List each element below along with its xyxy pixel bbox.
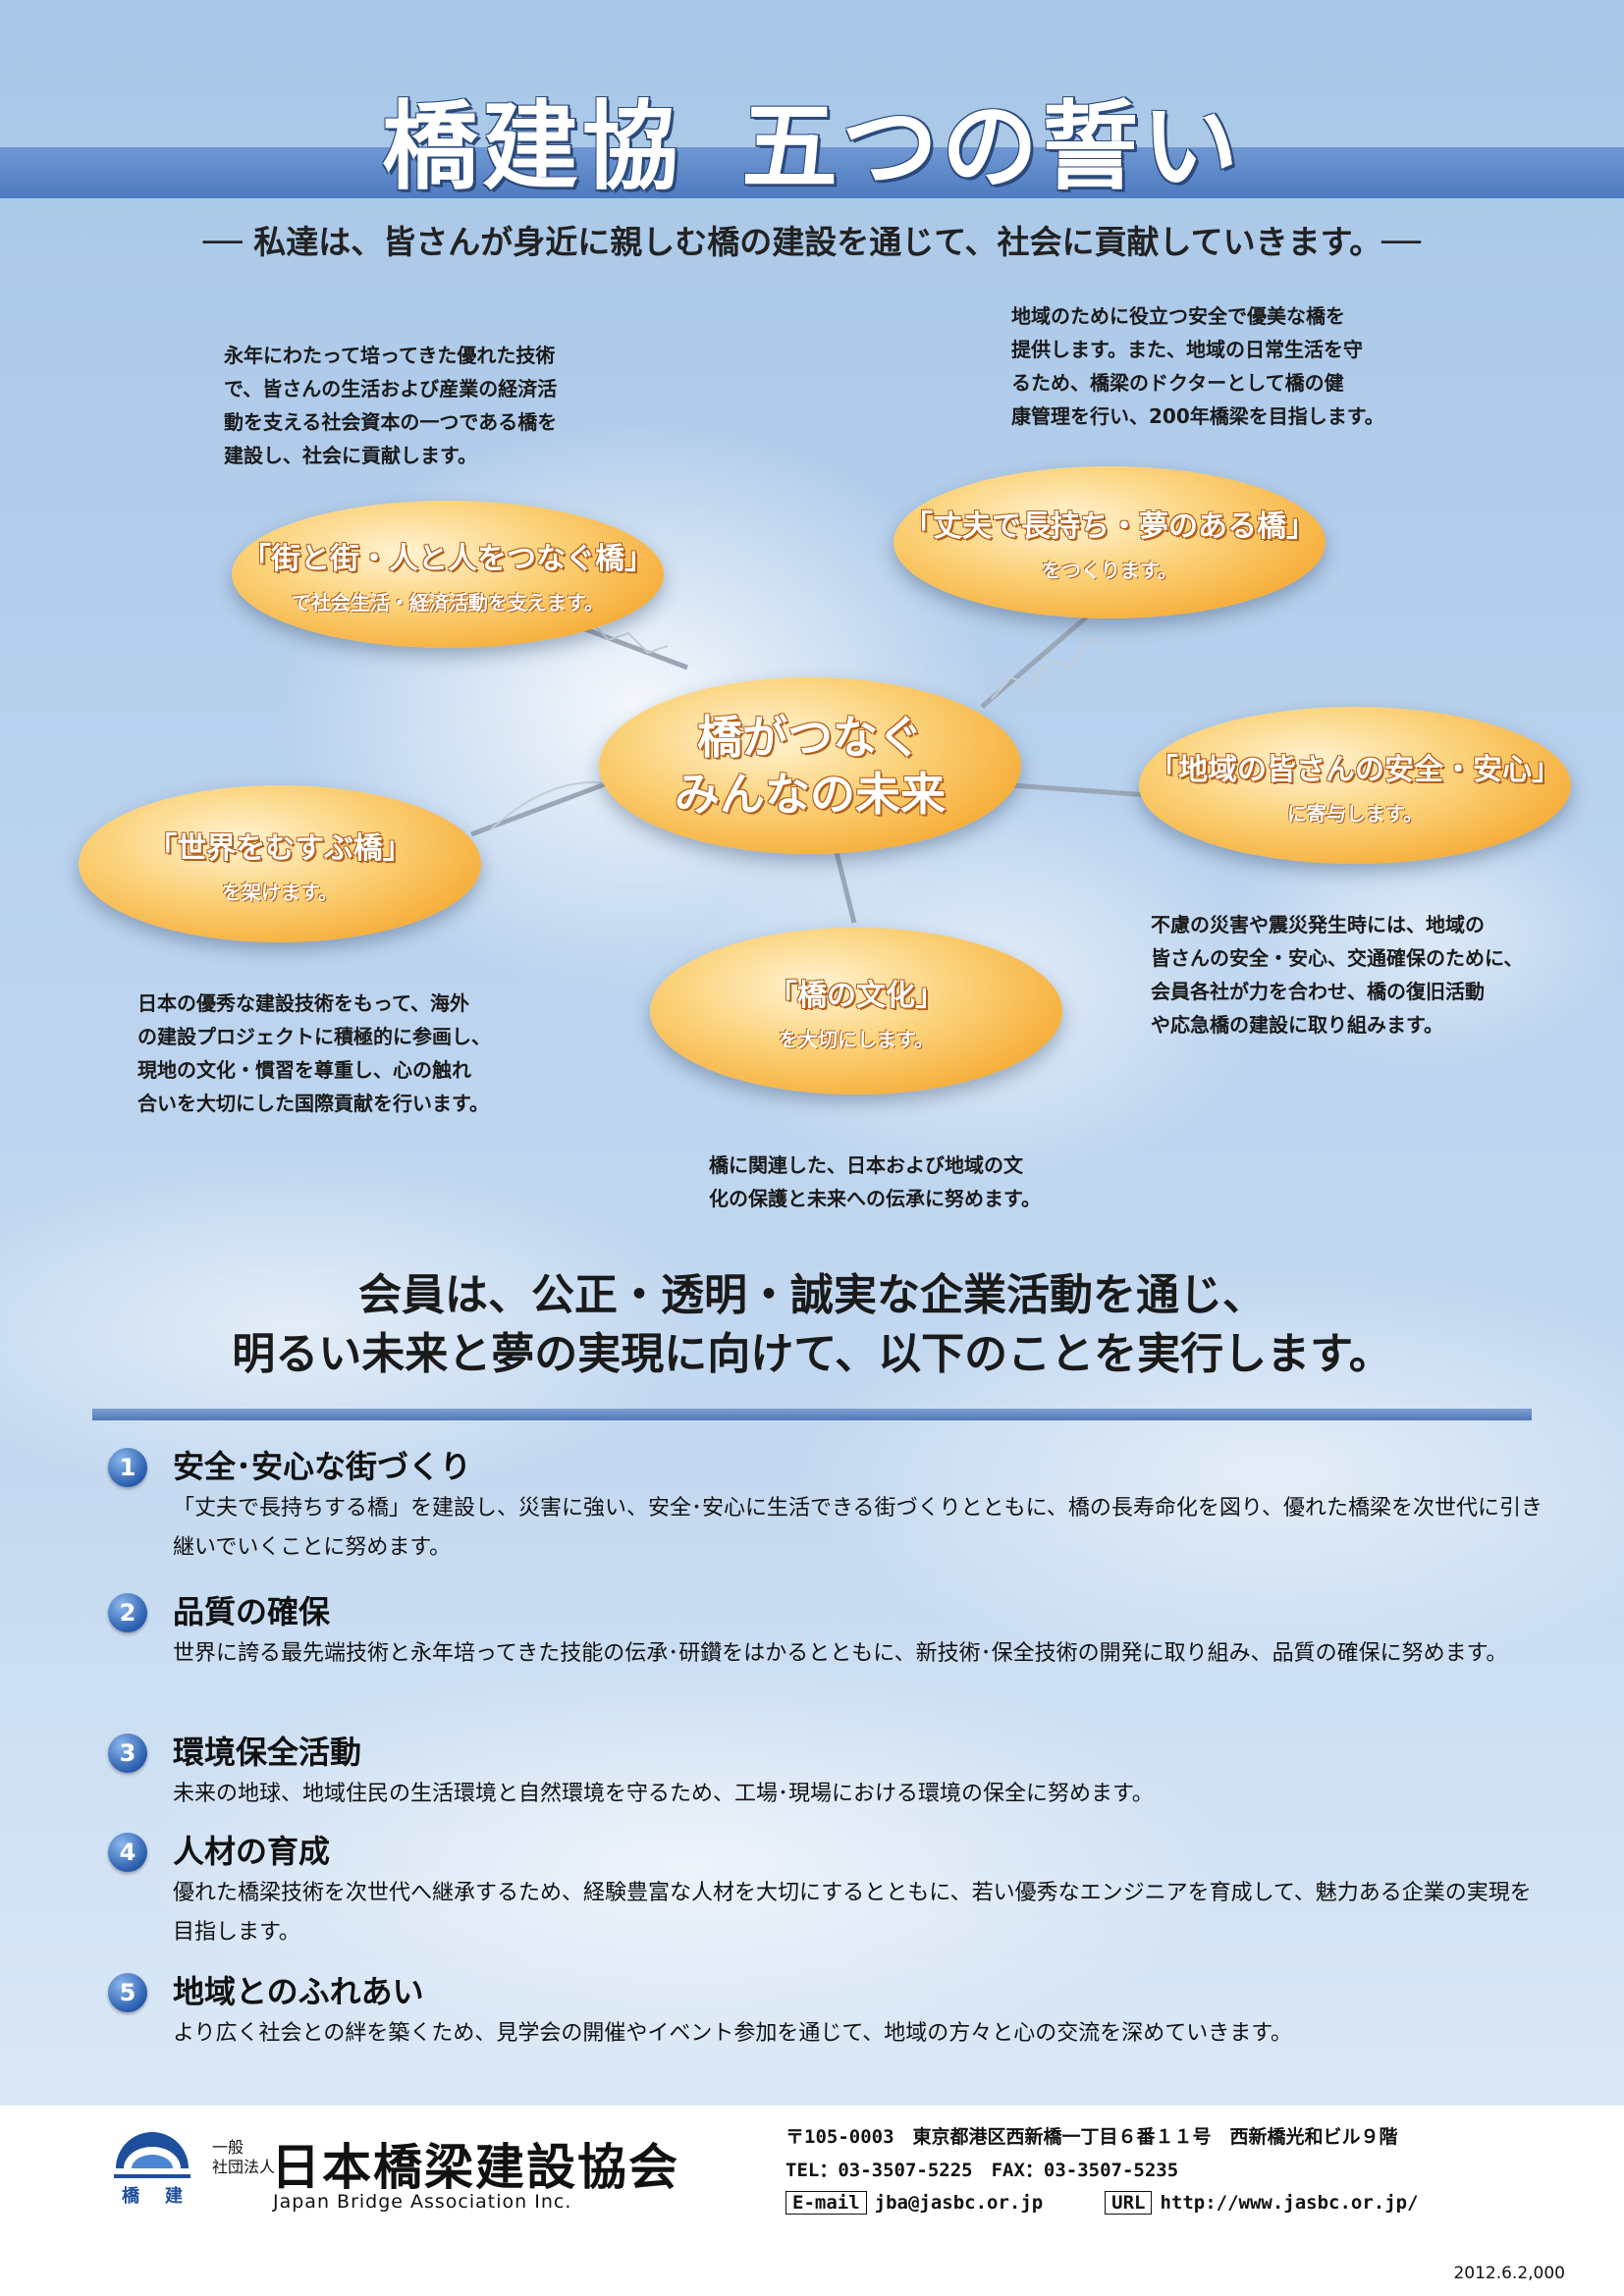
bubble-safety: 「地域の皆さんの安全・安心」 に寄与します。 [1139,707,1571,864]
title-band [0,147,1624,198]
pledge-heading-line2: 明るい未来と夢の実現に向けて、以下のことを実行します。 [232,1329,1392,1379]
center-line1: 橋がつなぐ [697,711,923,764]
bubble-connect-towns: 「街と街・人と人をつなぐ橋」 で社会生活・経済活動を支えます。 [232,501,664,648]
pledge-item-title: 環境保全活動 [173,1734,362,1771]
number-badge: 5 [108,1973,147,2012]
pledge-item-title: 安全･安心な街づくり [173,1448,472,1485]
note-bubble-4: 橋に関連した、日本および地域の文 化の保護と未来への伝承に努めます。 [709,1153,1041,1210]
bubble-title: 「橋の文化」 [768,978,945,1013]
email-label: E-mail [785,2191,867,2215]
pledge-item-body: 優れた橋梁技術を次世代へ継承するため、経験豊富な人材を大切にするとともに、若い優… [173,1881,1532,1945]
bubble-title: 「丈夫で長持ち・夢のある橋」 [903,509,1316,544]
org-name-en: Japan Bridge Association Inc. [273,2191,572,2213]
url-link[interactable]: http://www.jasbc.or.jp/ [1160,2192,1419,2214]
address: 〒105-0003 東京都港区西新橋一丁目６番１１号 西新橋光和ビル９階 [785,2126,1398,2148]
bubble-subtitle: に寄与します。 [1287,801,1423,826]
pledge-item-title: 地域とのふれあい [173,1973,424,2010]
number-badge: 4 [108,1833,147,1872]
center-bubble: 橋がつなぐ みんなの未来 [599,677,1021,854]
title-part1: 橋建協 [381,91,682,203]
truss-2 [991,636,1110,700]
pledge-item-body: 「丈夫で長持ちする橋」を建設し、災害に強い、安全･安心に生活できる街づくりととも… [173,1496,1543,1560]
bubble-subtitle: をつくります。 [1042,559,1177,582]
number-badge: 2 [108,1593,147,1632]
bubble-title: 「地域の皆さんの安全・安心」 [1149,752,1561,787]
bubble-title: 「街と街・人と人をつなぐ橋」 [242,541,654,576]
note-bubble-5: 日本の優秀な建設技術をもって、海外 の建設プロジェクトに積極的に参画し、 現地の… [137,991,491,1115]
contact-links: E-mail jba@jasbc.or.jp URL http://www.jasb… [785,2191,1419,2215]
pledge-item-1: 1 安全･安心な街づくり 「丈夫で長持ちする橋」を建設し、災害に強い、安全･安心… [108,1448,1543,1566]
bubble-bridge-culture: 「橋の文化」 を大切にします。 [650,928,1062,1095]
bridge-bottom [832,843,857,924]
bubble-subtitle: で社会生活・経済活動を支えます。 [292,590,604,614]
note-bubble-2: 地域のために役立つ安全で優美な橋を 提供します。また、地域の日常生活を守 るため… [1011,304,1384,428]
number-badge: 1 [108,1448,147,1487]
page-title: 橋建協五つの誓い [0,69,1624,208]
pledge-item-body: より広く社会との絆を築くため、見学会の開催やイベント参加を通じて、地域の方々と心… [173,2021,1293,2046]
pledge-item-title: 品質の確保 [173,1593,331,1630]
pledge-heading: 会員は、公正・透明・誠実な企業活動を通じ、 明るい未来と夢の実現に向けて、以下の… [0,1266,1624,1384]
pledge-item-4: 4 人材の育成 優れた橋梁技術を次世代へ継承するため、経験豊富な人材を大切にする… [108,1833,1542,1950]
logo-char-right: 建 [165,2185,183,2207]
bubble-subtitle: を架けます。 [222,880,338,904]
pledge-item-body: 世界に誇る最先端技術と永年培ってきた技能の伝承･研鑽をはかるとともに、新技術･保… [173,1641,1508,1666]
title-part2: 五つの誓い [741,91,1243,203]
pledge-item-3: 3 環境保全活動 未来の地球、地域住民の生活環境と自然環境を守るため、工場･現場… [108,1734,1542,1812]
logo-char-left: 橋 [122,2185,140,2207]
footer [0,2106,1624,2296]
org-type: 一般 社団法人 [212,2138,276,2176]
pledge-item-5: 5 地域とのふれあい より広く社会との絆を築くため、見学会の開催やイベント参加を… [108,1973,1542,2052]
note-bubble-3: 不慮の災害や震災発生時には、地域の 皆さんの安全・安心、交通確保のために、 会員… [1151,913,1524,1037]
pledge-heading-line1: 会員は、公正・透明・誠実な企業活動を通じ、 [358,1270,1266,1320]
bubble-world-bridge: 「世界をむすぶ橋」 を架けます。 [79,785,481,942]
tel-fax: TEL：03-3507-5225 FAX：03-3507-5235 [785,2160,1179,2181]
association-logo-icon: 橋 建 [114,2132,190,2207]
email-link[interactable]: jba@jasbc.or.jp [874,2192,1044,2214]
bubble-title: 「世界をむすぶ橋」 [147,830,412,866]
number-badge: 3 [108,1734,147,1773]
print-date: 2012.6.2,000 [1453,2264,1565,2283]
pledge-item-2: 2 品質の確保 世界に誇る最先端技術と永年培ってきた技能の伝承･研鑽をはかるとと… [108,1593,1542,1711]
page-subtitle: ── 私達は、皆さんが身近に親しむ橋の建設を通じて、社会に貢献していきます。── [202,223,1422,261]
url-label: URL [1105,2191,1153,2215]
pledge-item-body: 未来の地球、地域住民の生活環境と自然環境を守るため、工場･現場における環境の保全… [173,1782,1154,1806]
bubble-durable-bridge: 「丈夫で長持ち・夢のある橋」 をつくります。 [893,466,1326,618]
suspension-cable [490,781,610,830]
bridge-right [1010,782,1150,798]
pledge-item-title: 人材の育成 [173,1833,331,1870]
bubble-subtitle: を大切にします。 [779,1027,934,1051]
note-bubble-1: 永年にわたって培ってきた優れた技術 で、皆さんの生活および産業の経済活 動を支え… [224,344,558,467]
org-name: 日本橋梁建設協会 [271,2139,679,2196]
center-line2: みんなの未来 [675,768,946,821]
pledge-divider [92,1409,1532,1420]
